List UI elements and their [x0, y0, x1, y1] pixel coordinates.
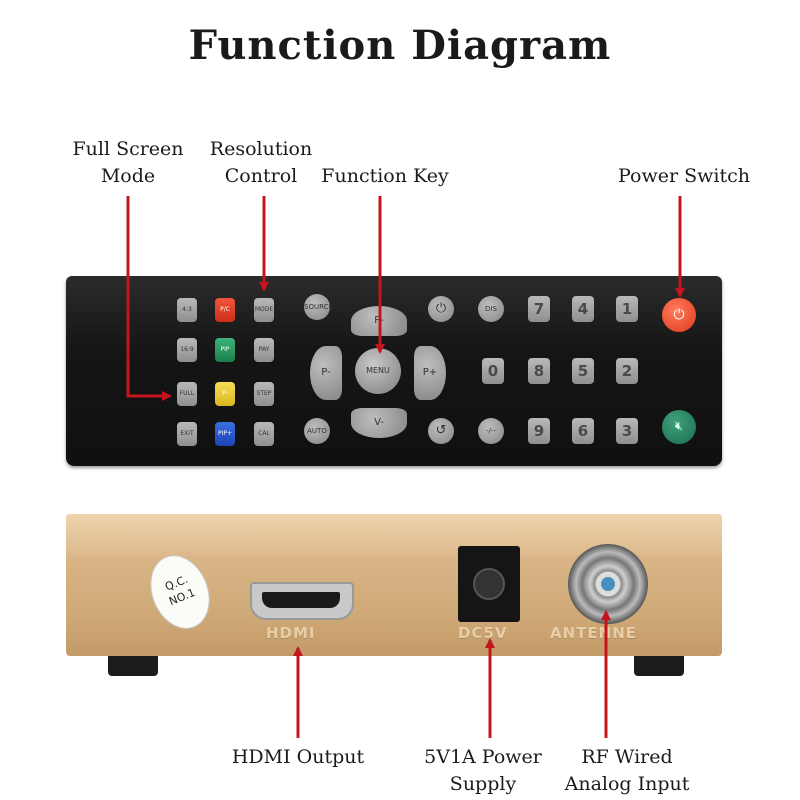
label-resolution-control: Resolution Control [209, 138, 313, 187]
label-power-switch: Power Switch [618, 165, 750, 187]
hdmi-port[interactable] [250, 582, 354, 620]
arrow-full-screen [126, 196, 172, 401]
digit-0-button[interactable]: 0 [482, 358, 504, 384]
digit-8-button[interactable]: 8 [528, 358, 550, 384]
dc-port-label: DC5V [458, 624, 508, 642]
source-button[interactable]: SOURCE [304, 294, 333, 320]
nav-left-button[interactable]: P- [310, 346, 342, 400]
power-icon: ⏻ [673, 307, 685, 323]
box-foot-right [634, 656, 684, 676]
step-button[interactable]: STEP [254, 382, 274, 406]
antenna-pin [601, 577, 615, 591]
label-full-screen-mode: Full Screen Mode [72, 138, 184, 187]
label-function-key: Function Key [321, 165, 449, 187]
cal-button[interactable]: CAL [254, 422, 274, 446]
dis-button[interactable]: DIS [478, 296, 504, 322]
mode-button[interactable]: MODE [254, 298, 274, 322]
digit-3-button[interactable]: 3 [616, 418, 638, 444]
yellow-button[interactable]: P- [215, 382, 235, 406]
nav-down-button[interactable]: V- [351, 408, 407, 438]
dash-button[interactable]: -/-- [478, 418, 504, 444]
full-screen-button[interactable]: FULL [177, 382, 197, 406]
digit-9-button[interactable]: 9 [528, 418, 550, 444]
hdmi-port-slot [262, 592, 340, 608]
aspect-16-9-button[interactable]: 16:9 [177, 338, 197, 362]
digit-5-button[interactable]: 5 [572, 358, 594, 384]
pay-button[interactable]: PAY [254, 338, 274, 362]
label-hdmi-output: HDMI Output [231, 746, 365, 768]
standby-icon[interactable]: ⏻ [428, 296, 454, 322]
red-button[interactable]: P/C [215, 298, 235, 322]
green-button[interactable]: PIP [215, 338, 235, 362]
label-power-supply: 5V1A Power Supply [424, 746, 542, 795]
exit-button[interactable]: EXIT [177, 422, 197, 446]
aspect-4-3-button[interactable]: 4:3 [177, 298, 197, 322]
mute-button[interactable]: 🔇︎ [662, 410, 696, 444]
blue-button[interactable]: PIP+ [215, 422, 235, 446]
digit-6-button[interactable]: 6 [572, 418, 594, 444]
digit-2-button[interactable]: 2 [616, 358, 638, 384]
dc-jack-hole [473, 568, 505, 600]
hdmi-port-label: HDMI [266, 624, 316, 642]
menu-button[interactable]: MENU [355, 348, 401, 394]
remote-control: 4:3 16:9 FULL EXIT P/C PIP P- PIP+ MODE … [66, 276, 722, 466]
recall-icon[interactable]: ↺ [428, 418, 454, 444]
label-rf-input: RF Wired Analog Input [564, 746, 690, 795]
digit-1-button[interactable]: 1 [616, 296, 638, 322]
box-foot-left [108, 656, 158, 676]
antenna-port-label: ANTENNE [550, 624, 637, 642]
dc-power-jack[interactable] [458, 546, 520, 622]
nav-right-button[interactable]: P+ [414, 346, 446, 400]
mute-icon: 🔇︎ [674, 419, 684, 434]
digit-4-button[interactable]: 4 [572, 296, 594, 322]
power-button[interactable]: ⏻ [662, 298, 696, 332]
auto-button[interactable]: AUTO [304, 418, 330, 444]
digit-7-button[interactable]: 7 [528, 296, 550, 322]
page-title: Function Diagram [188, 22, 612, 69]
